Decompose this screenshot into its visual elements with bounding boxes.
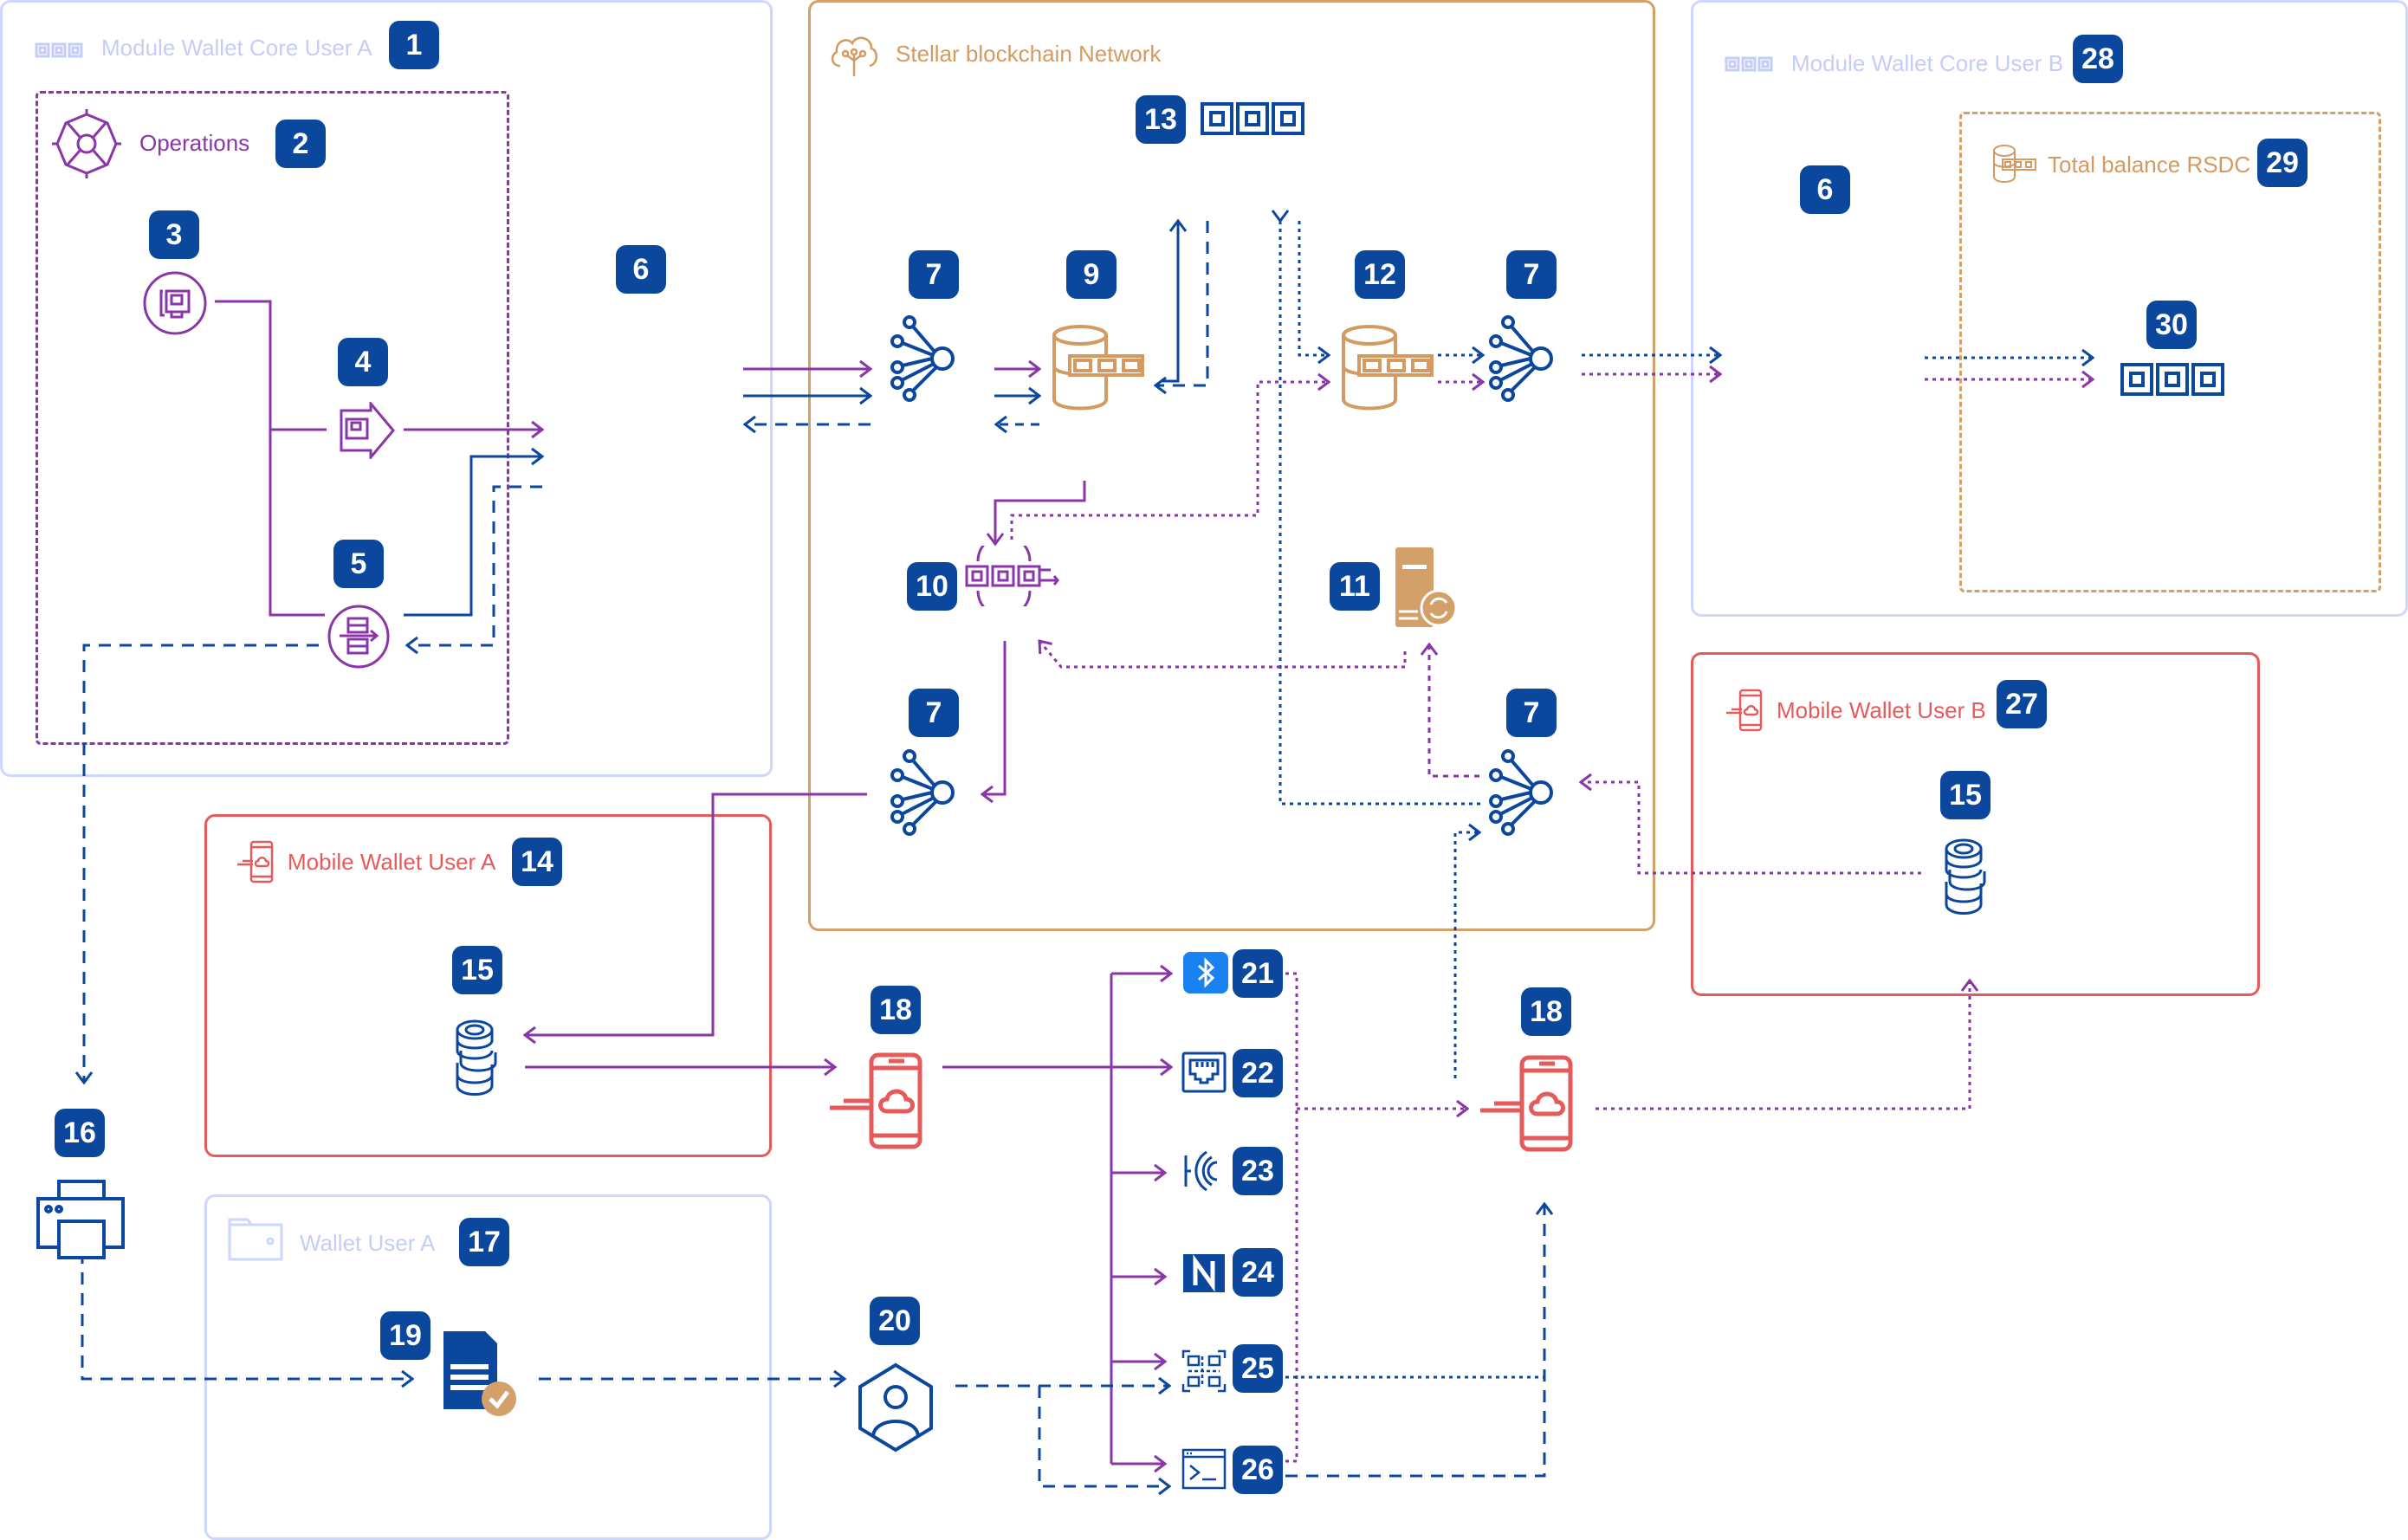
contactless-icon[interactable] — [1182, 1150, 1227, 1196]
mobile-cloud-icon[interactable] — [828, 1052, 923, 1154]
badge-25: 25 — [1233, 1344, 1283, 1393]
badge-22: 22 — [1233, 1049, 1283, 1097]
total-balance-title: Total balance RSDC — [2048, 152, 2251, 178]
badge-29: 29 — [2257, 139, 2308, 187]
badge-30: 30 — [2146, 301, 2197, 349]
badge-16: 16 — [55, 1109, 105, 1157]
module-core-b-title: Module Wallet Core User B — [1791, 50, 2064, 76]
mobile-wallet-b-title: Mobile Wallet User B — [1777, 697, 1986, 723]
badge-14: 14 — [512, 838, 562, 886]
mobile-wallet-a-title: Mobile Wallet User A — [288, 849, 496, 875]
badge-1: 1 — [389, 21, 439, 69]
badge-4: 4 — [338, 338, 388, 386]
network-hub-icon[interactable] — [1487, 749, 1562, 840]
badge-27: 27 — [1997, 680, 2047, 728]
badge-23: 23 — [1233, 1147, 1283, 1195]
document-transfer-icon[interactable] — [327, 605, 390, 673]
badge-6: 6 — [1800, 165, 1850, 214]
badge-18: 18 — [1521, 987, 1571, 1036]
blockchain-chain-icon — [1725, 55, 1773, 77]
ethernet-port-icon[interactable] — [1181, 1051, 1227, 1097]
mobile-cloud-icon[interactable] — [1479, 1055, 1574, 1156]
cloud-network-icon — [828, 33, 880, 82]
blockchain-chain-icon[interactable] — [1200, 100, 1305, 142]
badge-5: 5 — [333, 540, 384, 588]
badge-26: 26 — [1233, 1446, 1283, 1494]
blockchain-database-icon[interactable] — [1340, 325, 1435, 416]
total-balance-container — [1959, 112, 2381, 592]
wallet-icon — [227, 1213, 284, 1265]
badge-13: 13 — [1136, 95, 1186, 144]
wallet-user-a-title: Wallet User A — [300, 1230, 436, 1256]
printer-icon[interactable] — [35, 1180, 126, 1264]
badge-18: 18 — [871, 986, 921, 1034]
badge-6: 6 — [616, 245, 666, 294]
badge-12: 12 — [1355, 250, 1405, 299]
line-18b-to-15b — [1596, 980, 1970, 1110]
operations-container — [36, 91, 509, 745]
coin-stack-icon[interactable] — [454, 1019, 499, 1103]
line-26-to-18b — [1285, 1204, 1544, 1478]
mobile-cloud-icon — [236, 840, 275, 888]
network-hub-icon[interactable] — [1487, 315, 1562, 406]
network-hub-icon[interactable] — [889, 315, 963, 406]
badge-11: 11 — [1330, 562, 1380, 611]
network-hub-icon[interactable] — [889, 749, 963, 840]
badge-24: 24 — [1233, 1248, 1283, 1297]
operations-helm-icon — [52, 109, 121, 183]
terminal-icon[interactable] — [1181, 1448, 1227, 1494]
user-hexagon-icon[interactable] — [858, 1362, 934, 1457]
badge-7: 7 — [909, 250, 959, 299]
mobile-cloud-icon — [1725, 689, 1764, 736]
qr-code-icon[interactable] — [1181, 1349, 1227, 1397]
badge-28: 28 — [2073, 35, 2123, 83]
badge-19: 19 — [380, 1311, 430, 1360]
badge-20: 20 — [870, 1297, 920, 1345]
badge-7: 7 — [909, 689, 959, 737]
stellar-network-container — [808, 0, 1655, 931]
badge-9: 9 — [1066, 250, 1117, 299]
line-20-to-26 — [1038, 1386, 1169, 1486]
badge-15: 15 — [452, 946, 502, 994]
badge-17: 17 — [459, 1218, 509, 1266]
blockchain-database-icon — [1992, 144, 2037, 188]
channels-merge — [1285, 972, 1298, 1463]
coin-stack-icon[interactable] — [1943, 838, 1988, 922]
card-circle-icon[interactable] — [142, 270, 208, 340]
badge-2: 2 — [275, 120, 326, 168]
badge-15: 15 — [1940, 771, 1990, 819]
module-core-a-title: Module Wallet Core User A — [101, 35, 372, 61]
badge-7: 7 — [1506, 689, 1557, 737]
module-wallet-core-user-a-container — [0, 0, 773, 777]
blockchain-database-icon[interactable] — [1051, 325, 1146, 416]
bluetooth-icon[interactable] — [1183, 952, 1228, 998]
badge-3: 3 — [149, 210, 199, 259]
verified-document-icon[interactable] — [442, 1330, 520, 1424]
blockchain-chain-icon[interactable] — [2120, 360, 2225, 403]
badge-7: 7 — [1506, 250, 1557, 299]
card-send-icon[interactable] — [334, 399, 397, 463]
blockchain-chain-icon — [35, 42, 83, 63]
module-wallet-core-user-b-container — [1691, 0, 2408, 617]
server-sync-icon[interactable] — [1394, 546, 1460, 633]
blockchain-transfer-icon[interactable] — [964, 534, 1061, 618]
badge-21: 21 — [1233, 949, 1283, 998]
operations-title: Operations — [139, 130, 250, 156]
stellar-title: Stellar blockchain Network — [896, 41, 1162, 67]
badge-10: 10 — [907, 562, 957, 611]
nfc-icon[interactable] — [1183, 1254, 1225, 1297]
